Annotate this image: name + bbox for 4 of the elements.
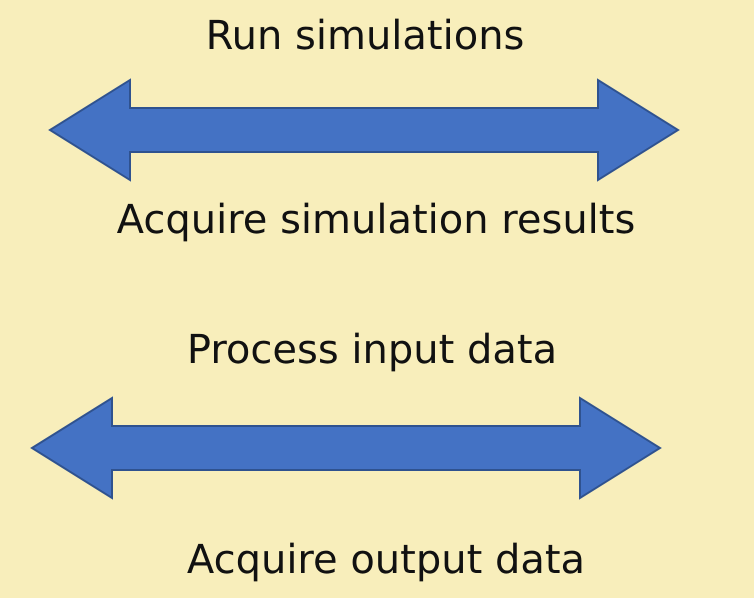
arrow-caption: Acquire simulation results (116, 196, 636, 244)
arrow-caption: Run simulations (206, 12, 524, 60)
arrow-caption: Process input data (186, 326, 558, 374)
arrow-caption: Acquire output data (186, 536, 586, 584)
